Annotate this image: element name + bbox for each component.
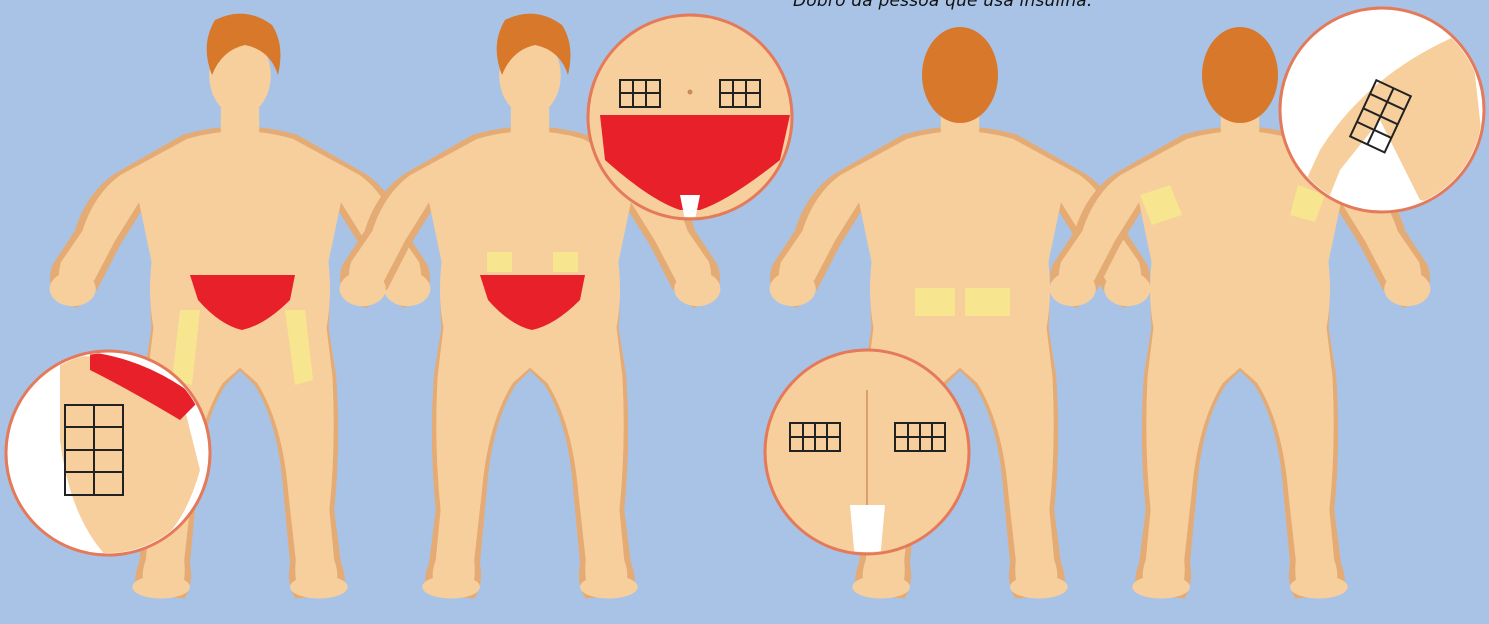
inset-abdomen-detail	[588, 15, 792, 220]
site-abdomen-left	[487, 252, 512, 272]
site-abdomen-right	[553, 252, 578, 272]
hair-icon	[1202, 27, 1278, 123]
inset-buttocks-detail	[765, 350, 969, 560]
site-buttock-left	[915, 288, 955, 316]
hair-icon	[922, 27, 998, 123]
site-buttock-right	[965, 288, 1010, 316]
